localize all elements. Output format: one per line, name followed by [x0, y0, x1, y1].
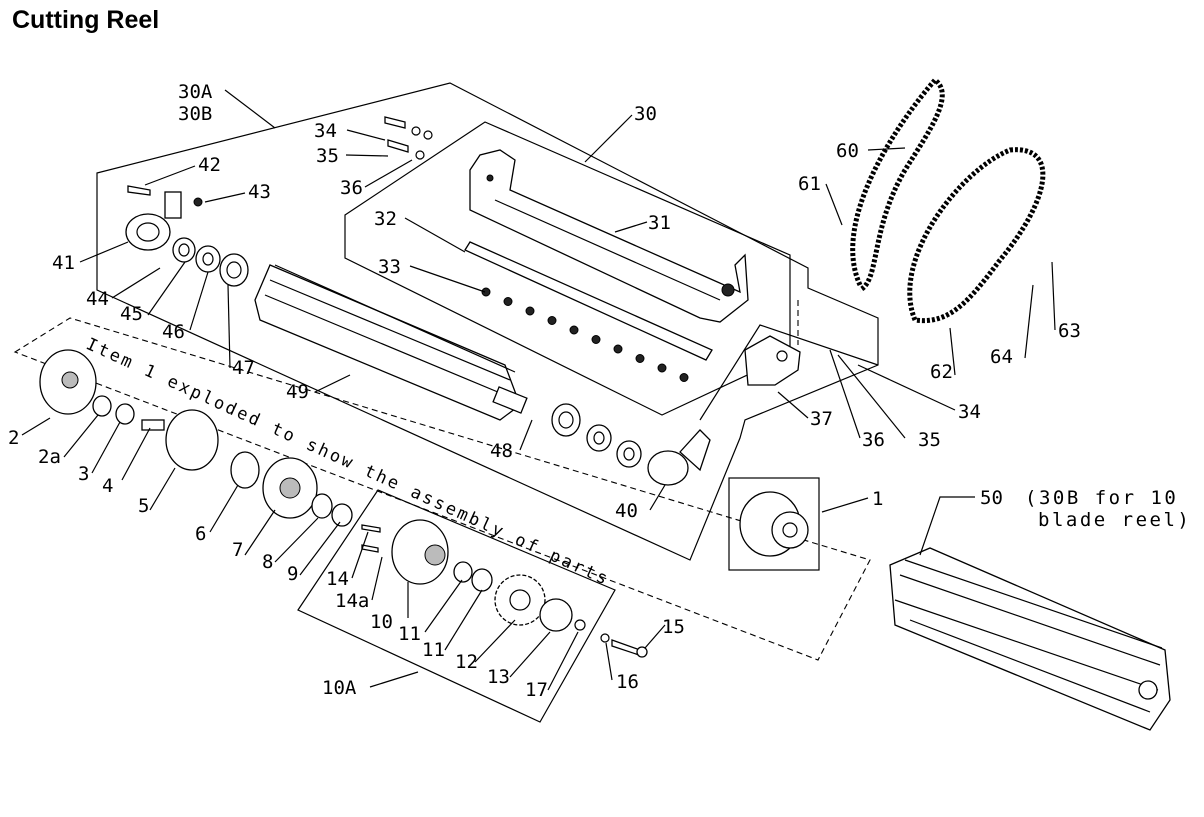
callout-12: 12 [455, 651, 478, 673]
callout-34-top: 34 [314, 120, 337, 142]
callout-34-right: 34 [958, 401, 981, 423]
callout-50-note-1: (30B for 10 [1025, 487, 1178, 509]
callout-2: 2 [8, 427, 19, 449]
screw-33 [569, 325, 579, 335]
bedknife-32 [464, 241, 713, 361]
screw-33 [503, 297, 513, 306]
bearing-housing-41 [125, 191, 182, 251]
callout-42: 42 [198, 154, 221, 176]
screw-33 [679, 373, 689, 382]
bolts-34-35-36 [127, 116, 433, 207]
side-plate-outline [699, 324, 879, 421]
callout-44: 44 [86, 288, 109, 310]
screw-33 [591, 335, 601, 344]
callout-9: 9 [287, 563, 298, 585]
callout-11-a: 11 [398, 623, 421, 645]
callout-61: 61 [798, 173, 821, 195]
screw-33 [635, 354, 645, 363]
callout-63: 63 [1058, 320, 1081, 342]
callout-2a: 2a [38, 446, 61, 468]
reel-49 [254, 264, 528, 421]
callout-5: 5 [138, 495, 149, 517]
callout-11-b: 11 [422, 639, 445, 661]
callout-10: 10 [370, 611, 393, 633]
callout-46: 46 [162, 321, 185, 343]
bearings-left [172, 237, 249, 287]
callout-43: 43 [248, 181, 271, 203]
callout-47: 47 [232, 357, 255, 379]
callout-50-note-2: blade reel) [1038, 509, 1191, 531]
callout-17: 17 [525, 679, 548, 701]
callout-40: 40 [615, 500, 638, 522]
chain-60 [850, 76, 945, 293]
item-10A-outline [297, 489, 616, 723]
callout-37: 37 [810, 408, 833, 430]
callout-1: 1 [872, 488, 883, 510]
reel-50 [889, 547, 1171, 731]
callout-32: 32 [374, 208, 397, 230]
callout-49: 49 [286, 381, 309, 403]
screw-33 [525, 306, 535, 316]
callout-41: 41 [52, 252, 75, 274]
callout-8: 8 [262, 551, 273, 573]
exploded-view-box [13, 317, 871, 661]
callout-62: 62 [930, 361, 953, 383]
screw-33 [481, 287, 491, 297]
callout-30B: 30B [178, 103, 212, 125]
callout-36-top: 36 [340, 177, 363, 199]
bearing-housing-40 [647, 429, 711, 486]
exploded-parts-10-17 [361, 519, 648, 658]
callout-60: 60 [836, 140, 859, 162]
item-1-frame [728, 477, 820, 571]
callout-35-right: 35 [918, 429, 941, 451]
screw-33 [613, 344, 623, 354]
side-plate-37 [744, 335, 801, 386]
callout-3: 3 [78, 463, 89, 485]
bearings-right [551, 403, 642, 468]
callout-labels: 30A 30B 30 31 32 33 34 35 36 42 43 41 44… [8, 81, 1191, 701]
callout-16: 16 [616, 671, 639, 693]
callout-6: 6 [195, 523, 206, 545]
screw-33 [547, 316, 557, 325]
callout-4: 4 [102, 475, 113, 497]
page-title: Cutting Reel [12, 6, 160, 34]
item-1-clutch [739, 491, 809, 557]
callout-30: 30 [634, 103, 657, 125]
callout-45: 45 [120, 303, 143, 325]
exploded-view-note: Item 1 exploded to show the assembly of … [83, 334, 613, 590]
callout-30A: 30A [178, 81, 213, 103]
callout-31: 31 [648, 212, 671, 234]
callout-64: 64 [990, 346, 1013, 368]
callout-13: 13 [487, 666, 510, 688]
callout-7: 7 [232, 539, 243, 561]
callout-10A: 10A [322, 677, 357, 699]
chain-62 [907, 147, 1046, 324]
bedknife-screws-33 [481, 287, 689, 382]
callout-50: 50 [980, 487, 1003, 509]
exploded-parts-2-9 [39, 349, 353, 527]
callout-14a: 14a [335, 590, 369, 612]
leader-lines [21, 89, 1056, 691]
bed-bar-31 [469, 149, 749, 323]
screw-33 [657, 363, 667, 373]
callout-35-top: 35 [316, 145, 339, 167]
callout-14: 14 [326, 568, 349, 590]
callout-36-right: 36 [862, 429, 885, 451]
callout-15: 15 [662, 616, 685, 638]
callout-48: 48 [490, 440, 513, 462]
callout-33: 33 [378, 256, 401, 278]
